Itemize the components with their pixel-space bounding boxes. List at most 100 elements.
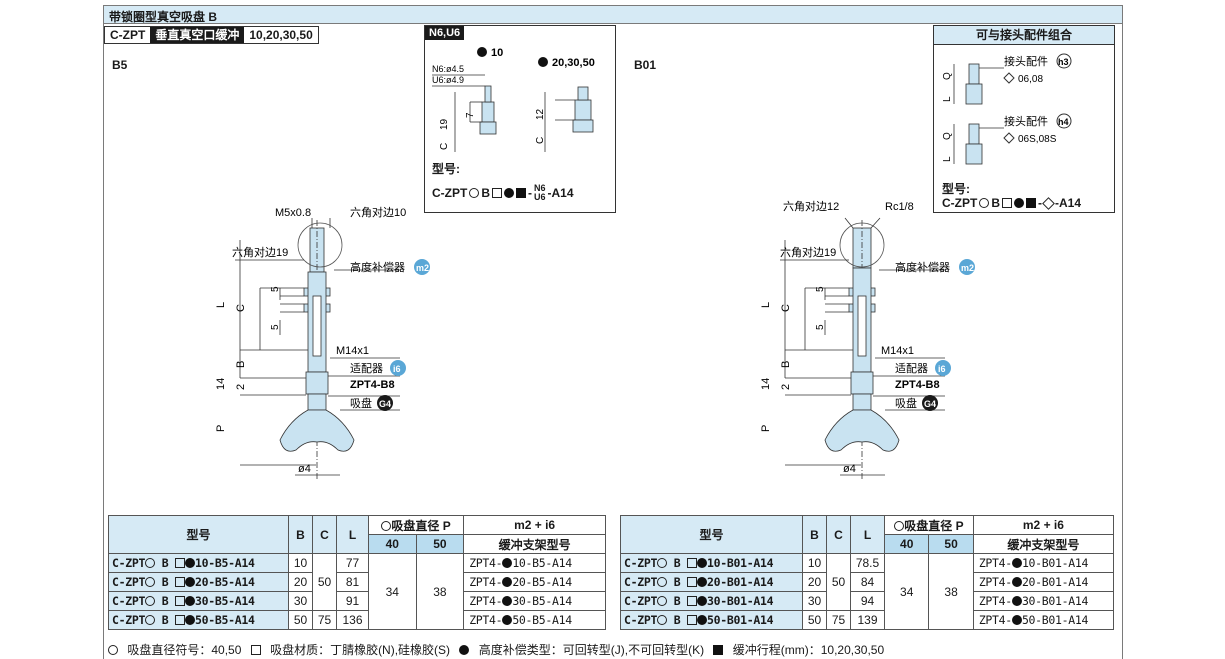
fitting-combo-box: 可与接头配件组合 Q L Q L 接头配件 h3 06,08 接头配件 h4 0… — [933, 25, 1115, 213]
row-buffer: ZPT4-20-B01-A14 — [972, 572, 1115, 592]
n6-tag: N6,U6 — [425, 26, 465, 40]
g4-badge — [377, 395, 393, 411]
row-l: 84 — [850, 572, 885, 592]
th-p40: 40 — [883, 534, 930, 554]
row-b: 50 — [802, 610, 827, 630]
m2-badge — [959, 259, 975, 275]
m2-text: m2 — [961, 263, 974, 273]
label-hex-body: 六角对边19 — [232, 245, 288, 259]
label-height-comp: 高度补偿器 — [350, 260, 405, 274]
dim-2: 2 — [780, 384, 792, 390]
dim-14: 14 — [215, 378, 227, 390]
dim-B: B — [780, 361, 792, 368]
dim-5b: 5 — [270, 324, 281, 330]
fit-model-b: B — [991, 196, 1000, 210]
row-model: C-ZPT B 30-B01-A14 — [620, 591, 803, 611]
fit-dim-l2: L — [942, 156, 953, 162]
block-symbol-icon — [516, 188, 526, 198]
circle-symbol-icon — [894, 520, 905, 531]
u6-dia: U6:ø4.9 — [432, 75, 464, 85]
fit1-label: 接头配件 — [1004, 55, 1048, 68]
table-row: C-ZPT B 50-B01-A14 50 75 139 ZPT4-50-B01… — [620, 610, 1115, 630]
label-pad: 吸盘 — [350, 396, 372, 410]
fit-dim-q2: Q — [942, 132, 953, 140]
row-buffer: ZPT4-50-B01-A14 — [972, 610, 1115, 630]
dim-5b: 5 — [815, 324, 826, 330]
n6-model-suffix: -A14 — [547, 186, 574, 200]
n6-model-heading: 型号: — [432, 162, 460, 176]
dot-symbol-icon — [504, 188, 514, 198]
row-p50: 38 — [928, 553, 974, 630]
n6-model-code: C-ZPT B - N6 U6 -A14 — [432, 183, 574, 202]
th-b: B — [802, 515, 827, 554]
row-c: 50 — [826, 553, 851, 611]
row-b: 20 — [288, 572, 313, 592]
fit1-tag: h3 — [1058, 57, 1069, 67]
m2-text: m2 — [416, 263, 429, 273]
table-row: C-ZPT B 20-B5-A14 20 81 ZPT4-20-B5-A14 — [108, 572, 606, 592]
n6-dim-12: 12 — [535, 108, 546, 120]
row-buffer: ZPT4-10-B01-A14 — [972, 553, 1115, 573]
row-b: 30 — [802, 591, 827, 611]
diamond-symbol-icon — [1042, 196, 1055, 210]
dim-P: P — [215, 425, 227, 432]
fit-model-prefix: C-ZPT — [942, 196, 978, 210]
fit-model-code: C-ZPT B - -A14 — [942, 196, 1082, 210]
row-model: C-ZPT B 50-B5-A14 — [108, 610, 289, 630]
dim-5a: 5 — [815, 286, 826, 292]
row-buffer: ZPT4-10-B5-A14 — [463, 553, 606, 573]
label-hex-top: 六角对边12 — [783, 200, 839, 213]
n6-u6-option-box: N6,U6 10 20,30,50 N6:ø4.5 U6:ø4.9 7 19 C — [424, 25, 616, 213]
row-buffer: ZPT4-50-B5-A14 — [463, 610, 606, 630]
row-p40: 34 — [883, 553, 930, 630]
footer-circle-note: 吸盘直径符号：40,50 — [127, 643, 242, 657]
label-adapter: 适配器 — [895, 362, 928, 375]
label-thread-mid: M14x1 — [881, 345, 914, 357]
th-model: 型号 — [108, 515, 289, 554]
page-title: 带锁圈型真空吸盘 B — [103, 5, 1123, 24]
row-b: 10 — [288, 553, 313, 573]
view-label-b01: B01 — [634, 58, 657, 72]
n6-drawing: 10 20,30,50 N6:ø4.5 U6:ø4.9 7 19 C 12 C — [432, 47, 595, 152]
n6-dim-7: 7 — [465, 112, 476, 118]
row-p40: 34 — [368, 553, 417, 630]
row-c: 75 — [826, 610, 851, 630]
th-buffer-tags: m2 + i6 — [972, 515, 1115, 535]
dim-P: P — [760, 425, 772, 432]
dim-C: C — [235, 304, 247, 312]
i6-badge — [390, 360, 406, 376]
n6-dia: N6:ø4.5 — [432, 64, 464, 74]
table-row: C-ZPT B 10-B01-A14 10 50 78.5 34 38 ZPT4… — [620, 553, 1115, 630]
row-b: 50 — [288, 610, 313, 630]
th-p50: 50 — [928, 534, 974, 554]
g4-badge — [922, 395, 938, 411]
footer-dot-note: 高度补偿类型：可回转型(J),不可回转型(K) — [478, 643, 705, 657]
row-model: C-ZPT B 10-B01-A14 — [620, 553, 803, 573]
table-row: C-ZPT B 50-B5-A14 50 75 136 ZPT4-50-B5-A… — [108, 610, 606, 630]
row-l: 77 — [336, 553, 369, 573]
th-c: C — [312, 515, 337, 554]
row-p50: 38 — [415, 553, 465, 630]
n6-model-b: B — [481, 186, 490, 200]
row-buffer: ZPT4-30-B5-A14 — [463, 591, 606, 611]
n6-dim-c-a: C — [439, 143, 450, 150]
dim-L: L — [760, 302, 772, 308]
drawing-b01: 六角对边12 Rc1/8 六角对边19 高度补偿器 m2 L C 5 5 B 1… — [760, 200, 975, 480]
row-buffer: ZPT4-20-B5-A14 — [463, 572, 606, 592]
block-symbol-icon — [713, 645, 724, 655]
label-thread-top: Rc1/8 — [885, 201, 914, 213]
fit2-tag: h4 — [1058, 117, 1069, 127]
n6-dim-19: 19 — [439, 118, 450, 130]
row-c: 50 — [312, 553, 337, 611]
fitting-drawing: Q L Q L 接头配件 h3 06,08 接头配件 h4 06S,08S — [942, 53, 1072, 165]
label-dia: ø4 — [843, 463, 856, 475]
circle-symbol-icon — [979, 198, 990, 208]
fit2-label: 接头配件 — [1004, 115, 1048, 128]
th-p50: 50 — [415, 534, 465, 554]
footer-block-note: 缓冲行程(mm)：10,20,30,50 — [732, 643, 885, 657]
n6-size-a: 10 — [491, 47, 503, 59]
th-model: 型号 — [620, 515, 803, 554]
series-type: 垂直真空口缓冲 — [150, 27, 245, 43]
g4-text: G4 — [379, 399, 391, 409]
th-buffer-tags: m2 + i6 — [463, 515, 606, 535]
